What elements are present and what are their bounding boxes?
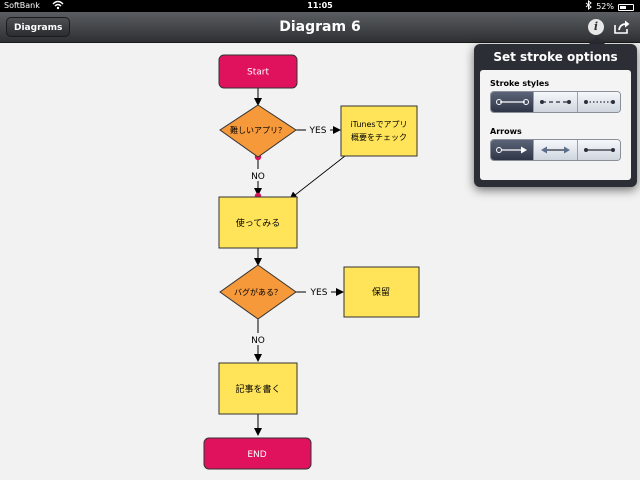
arrows-segmented-control: [490, 139, 621, 161]
decision2-label: バグがある？: [234, 287, 282, 297]
navigation-bar: Diagrams Diagram 6 i: [0, 12, 640, 43]
dashed-line-icon: [540, 100, 572, 104]
battery-fill: [620, 5, 626, 9]
flowchart: Start 難しいアプリ？ YES iTunesでアプリ 概要をチェック NO …: [203, 54, 420, 470]
no-arrow-option[interactable]: [577, 140, 620, 160]
stroke-solid-option[interactable]: [491, 92, 535, 112]
try-node[interactable]: [218, 196, 298, 249]
decision1-node[interactable]: [219, 104, 297, 158]
stroke-styles-label: Stroke styles: [490, 79, 550, 88]
write-label: 記事を書く: [235, 383, 280, 395]
decision1-label: 難しいアプリ？: [230, 125, 286, 135]
info-icon[interactable]: i: [588, 19, 604, 35]
arrows-label: Arrows: [490, 127, 522, 136]
yes1-label: YES: [309, 126, 327, 136]
stroke-dashed-option[interactable]: [534, 92, 578, 112]
write-node[interactable]: [218, 362, 298, 415]
stroke-styles-segmented-control: [490, 91, 621, 113]
wifi-icon: [52, 0, 64, 14]
try-label: 使ってみる: [236, 217, 281, 229]
end-label: END: [247, 450, 266, 460]
hold-node[interactable]: [343, 266, 420, 318]
popover-arrow: [588, 36, 606, 45]
dotted-line-icon: [583, 100, 615, 104]
hold-label: 保留: [372, 286, 390, 298]
no-arrow-icon: [583, 148, 615, 152]
arrow-end-icon: [496, 146, 527, 154]
arrow-end-option[interactable]: [491, 140, 535, 160]
popover-title: Set stroke options: [493, 50, 618, 64]
share-icon[interactable]: [613, 19, 631, 35]
start-node[interactable]: [218, 54, 298, 89]
end-node[interactable]: [203, 437, 312, 470]
no1-label: NO: [251, 172, 265, 182]
status-right: 52%: [585, 0, 634, 14]
check-label-line2: 概要をチェック: [351, 132, 407, 142]
check-label-line1: iTunesでアプリ: [350, 120, 407, 129]
status-bar: SoftBank 11:05 52%: [0, 0, 640, 12]
popover-body: Stroke styles Arrows: [480, 70, 631, 180]
start-label: Start: [247, 68, 269, 78]
diagrams-back-button[interactable]: Diagrams: [6, 17, 71, 37]
bluetooth-icon: [585, 0, 593, 14]
battery-percent: 52%: [596, 2, 614, 11]
page-title: Diagram 6: [279, 19, 361, 35]
battery-icon: [618, 3, 634, 11]
no2-label: NO: [251, 336, 265, 346]
stroke-options-popover: Set stroke options Stroke styles Arrows: [474, 44, 637, 187]
arrow-both-option[interactable]: [534, 140, 578, 160]
yes2-label: YES: [310, 288, 328, 298]
connector-check-try[interactable]: [289, 155, 346, 200]
stroke-dotted-option[interactable]: [577, 92, 620, 112]
arrow-both-icon: [541, 146, 571, 154]
check-node[interactable]: [340, 105, 418, 157]
carrier-name: SoftBank: [4, 1, 40, 10]
solid-line-icon: [496, 99, 529, 105]
clock: 11:05: [307, 1, 333, 10]
decision2-node[interactable]: [219, 264, 297, 320]
